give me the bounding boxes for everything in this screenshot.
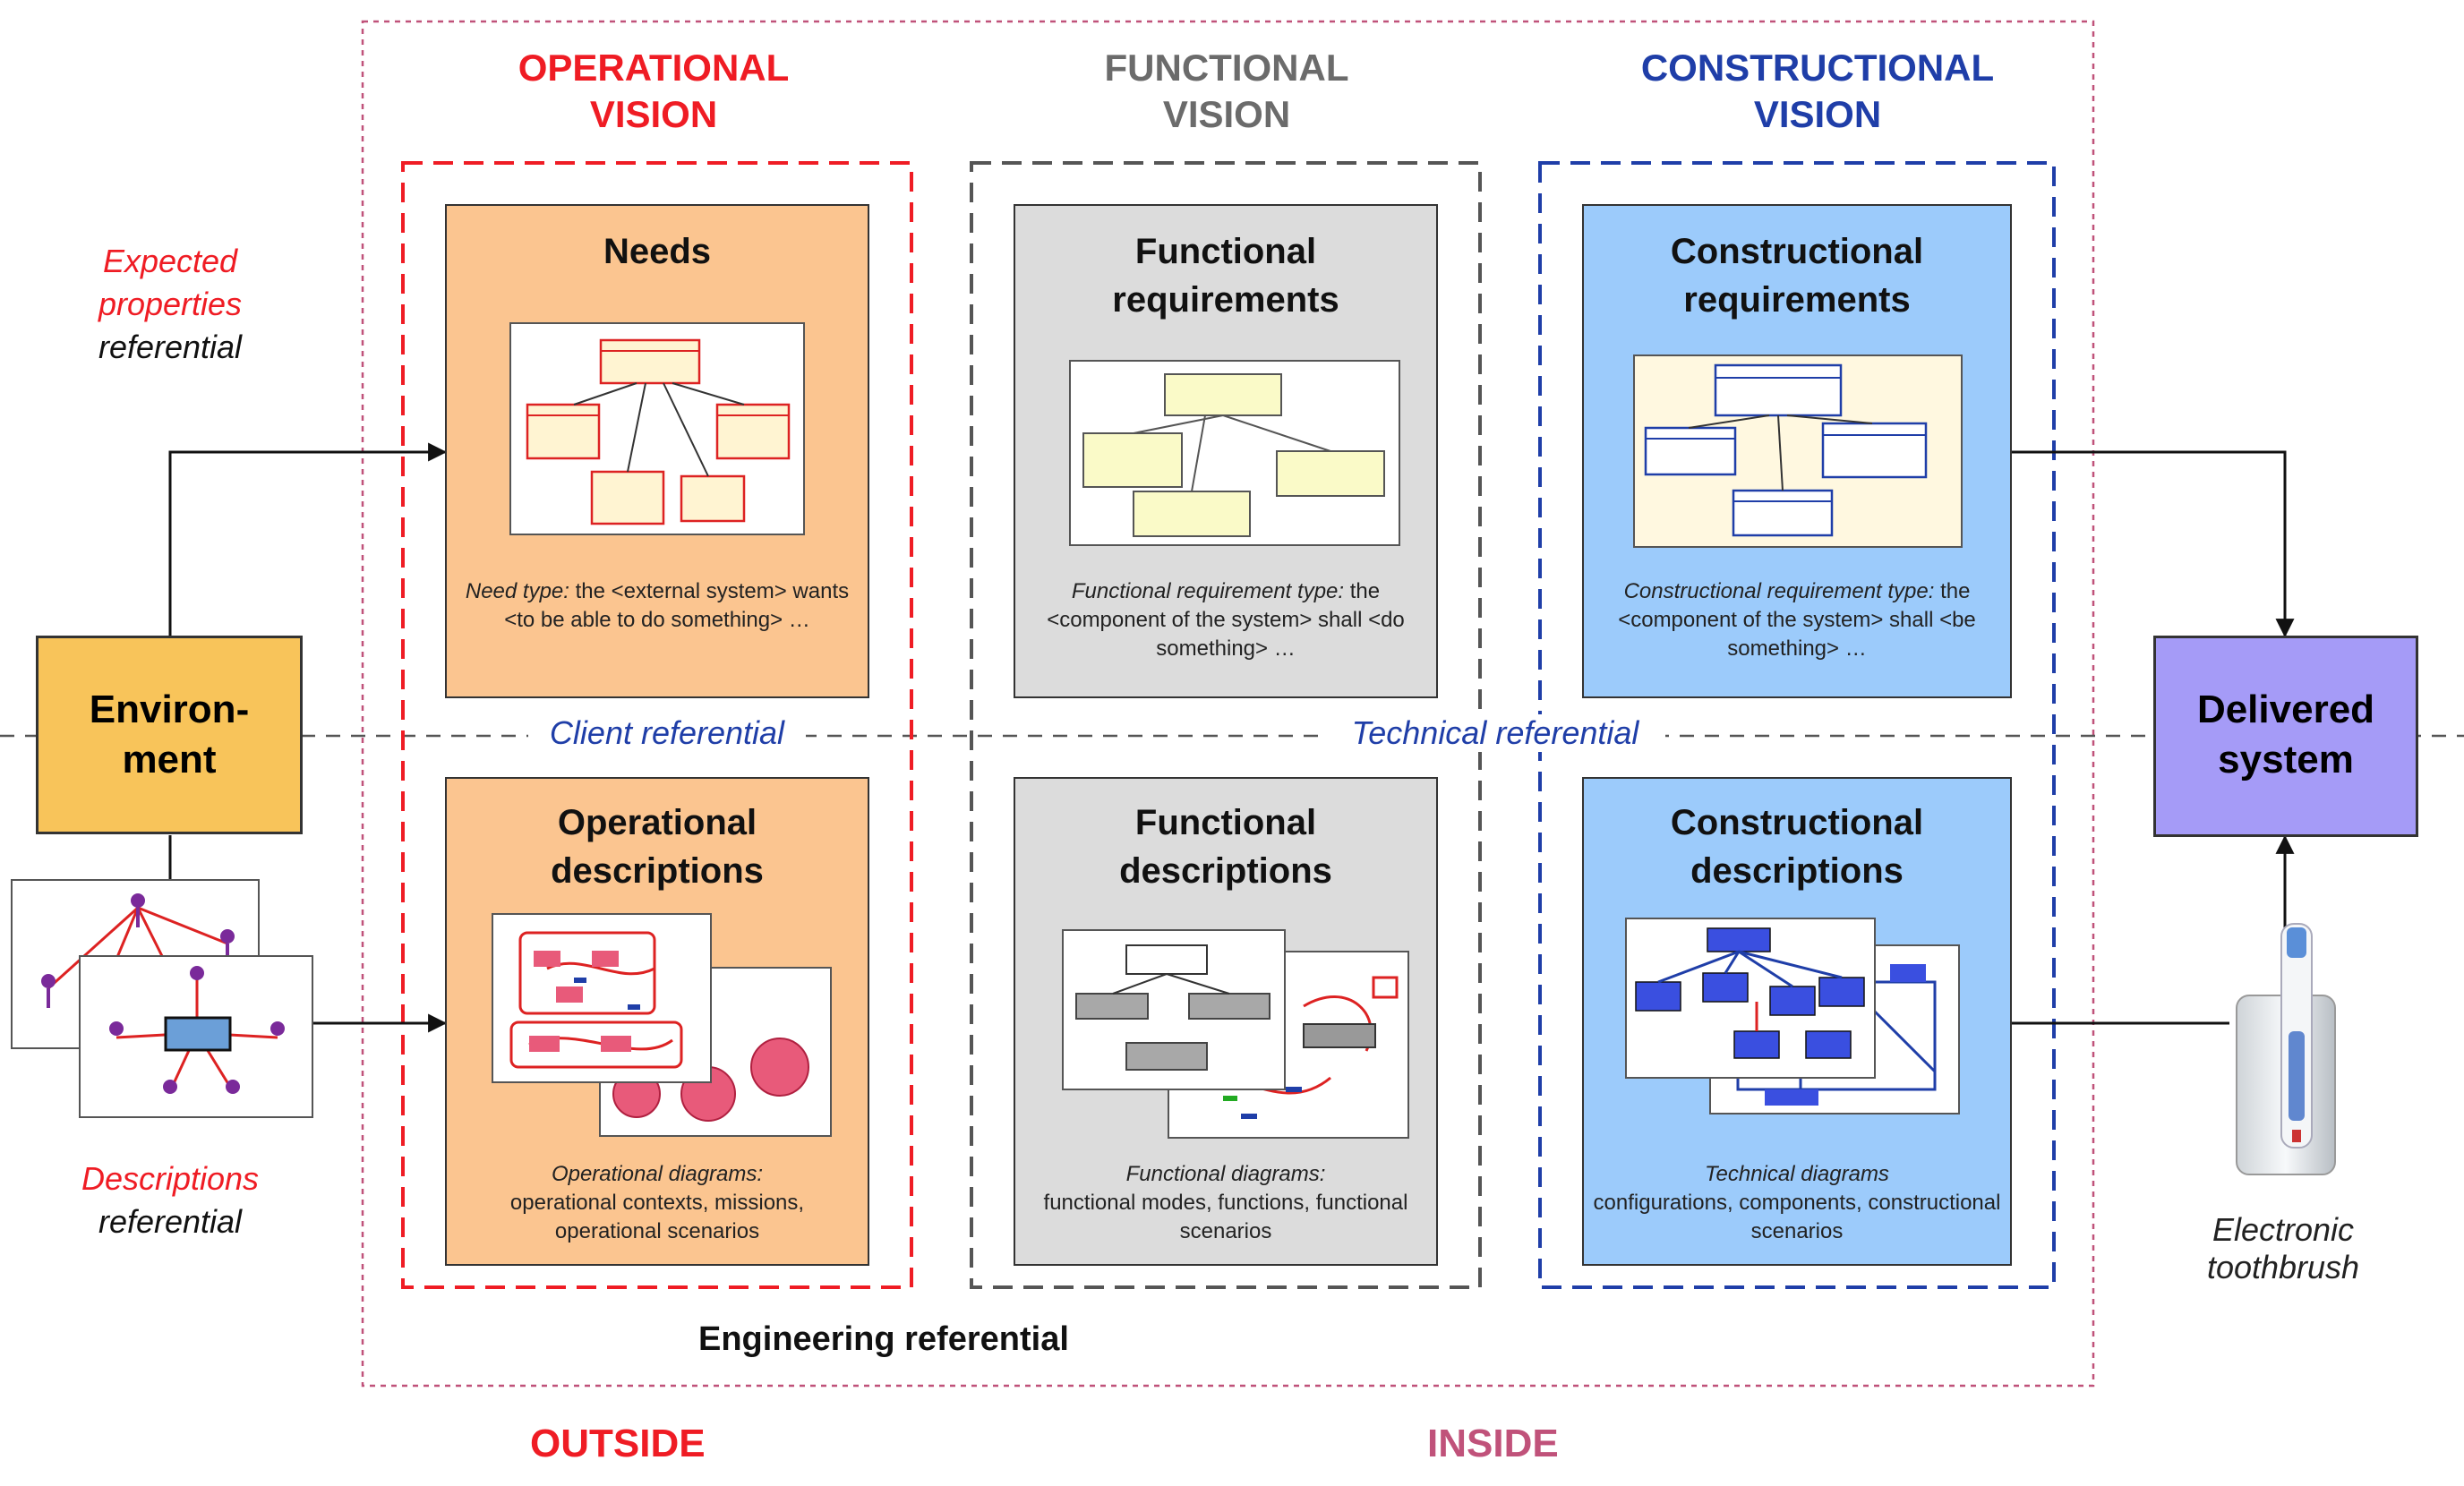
expected-line-3: referential: [98, 329, 243, 365]
cons-desc-caption-text: configurations, components, construction…: [1593, 1191, 2001, 1243]
cons-req-caption: Constructional requirement type: the <co…: [1593, 577, 2001, 663]
context-diagram-front: [79, 955, 313, 1118]
cons-req-caption-text: the <component of the system> shall <be …: [1618, 579, 1976, 661]
technical-referential-label: Technical referential: [1325, 714, 1665, 752]
functional-requirements-box: Functional requirements Functional requi…: [1014, 204, 1438, 698]
toothbrush-image: [2236, 923, 2336, 1175]
technical-word: Technical: [1351, 714, 1487, 751]
functional-requirements-title: Functional requirements: [1112, 232, 1339, 320]
environment-label: Environ- ment: [89, 687, 250, 781]
constructional-descriptions-caption: Technical diagrams configurations, compo…: [1593, 1160, 2001, 1246]
needs-caption-em: Need type:: [465, 579, 569, 603]
op-diagram-front: [492, 913, 712, 1083]
functional-descriptions-box: Functional descriptions Functional diagr…: [1014, 777, 1438, 1266]
expected-line-1: Expected: [102, 243, 238, 279]
operational-descriptions-box: Operational descriptions Operational dia…: [445, 777, 869, 1266]
client-referential-word: referential: [631, 714, 785, 751]
consreq-to-delivered-arrow: [2012, 450, 2295, 638]
func-req-class-diagram: [1069, 360, 1400, 546]
operational-descriptions-caption: Operational diagrams: operational contex…: [456, 1160, 859, 1246]
delivered-system-box: Delivered system: [2153, 636, 2418, 837]
functional-vision-header: FUNCTIONAL VISION: [1104, 47, 1349, 135]
needs-caption: Need type: the <external system> wants <…: [456, 577, 859, 635]
func-desc-caption-em: Functional diagrams:: [1125, 1162, 1326, 1186]
cons-req-caption-em: Constructional requirement type:: [1623, 579, 1935, 603]
operational-descriptions-title: Operational descriptions: [551, 803, 764, 891]
client-word: Client: [549, 714, 632, 751]
needs-caption-text: the <external system> wants <to be able …: [504, 579, 850, 632]
cons-desc-diagram-front: [1625, 918, 1876, 1079]
func-req-caption-text: the <component of the system> shall <do …: [1047, 579, 1405, 661]
constructional-vision-header: CONSTRUCTIONAL VISION: [1640, 47, 1995, 135]
needs-title: Needs: [603, 232, 712, 271]
functional-descriptions-caption: Functional diagrams: functional modes, f…: [1024, 1160, 1427, 1246]
constructional-descriptions-title: Constructional descriptions: [1670, 803, 1924, 891]
op-desc-caption-text: operational contexts, missions, operatio…: [509, 1191, 805, 1243]
expected-properties-label: Expected properties referential: [54, 240, 287, 369]
operational-vision-header: OPERATIONAL VISION: [518, 47, 790, 135]
constructional-descriptions-box: Constructional descriptions Technical di…: [1582, 777, 2012, 1266]
descriptions-referential-label: Descriptions referential: [54, 1157, 287, 1243]
func-req-caption: Functional requirement type: the <compon…: [1024, 577, 1427, 663]
descriptions-line-1: Descriptions: [81, 1160, 260, 1197]
operational-frame: [401, 161, 913, 1289]
op-desc-caption-em: Operational diagrams:: [551, 1162, 764, 1186]
delivered-system-label: Delivered system: [2196, 687, 2375, 781]
electronic-toothbrush-label: Electronic toothbrush: [2206, 1211, 2360, 1285]
func-desc-diagram-front: [1062, 929, 1286, 1090]
func-req-caption-em: Functional requirement type:: [1071, 579, 1345, 603]
func-desc-caption-text: functional modes, functions, functional …: [1043, 1191, 1408, 1243]
descriptions-line-2: referential: [98, 1203, 243, 1240]
functional-descriptions-title: Functional descriptions: [1119, 803, 1332, 891]
constructional-requirements-title: Constructional requirements: [1670, 232, 1924, 320]
needs-box: Needs Need type: the <external system> w…: [445, 204, 869, 698]
cons-desc-caption-em: Technical diagrams: [1705, 1162, 1889, 1186]
inside-label: INSIDE: [1427, 1422, 1559, 1465]
constructional-requirements-box: Constructional requirements Construction…: [1582, 204, 2012, 698]
cons-req-class-diagram: [1633, 354, 1963, 548]
technical-referential-word: referential: [1486, 714, 1639, 751]
expected-line-2: properties: [98, 286, 243, 322]
needs-class-diagram: [509, 322, 805, 535]
environment-box: Environ- ment: [36, 636, 303, 834]
env-to-needs-arrow: [168, 442, 448, 636]
engineering-referential-label: Engineering referential: [698, 1320, 1069, 1358]
outside-label: OUTSIDE: [530, 1422, 706, 1465]
client-referential-label: Client referential: [528, 714, 806, 752]
